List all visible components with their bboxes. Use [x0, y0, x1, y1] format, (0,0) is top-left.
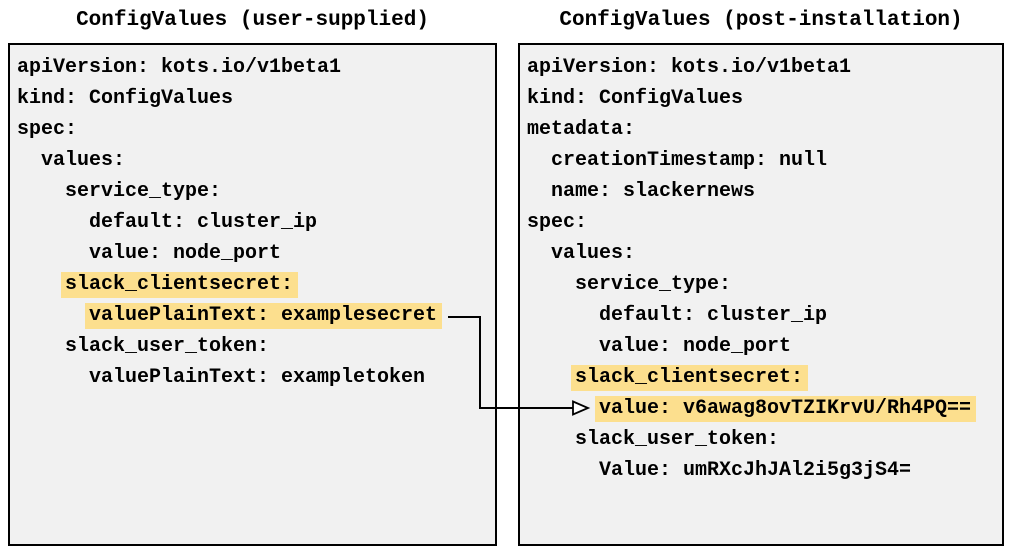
- yaml-text: apiVersion: kots.io/v1beta1: [17, 56, 342, 79]
- yaml-line: spec:: [17, 114, 491, 145]
- highlighted-yaml-text: slack_clientsecret:: [61, 272, 299, 298]
- right-panel-post-installation: apiVersion: kots.io/v1beta1 kind: ConfigV…: [518, 43, 1004, 546]
- yaml-line: value: v6awag8ovTZIKrvU/Rh4PQ==: [527, 393, 998, 424]
- left-panel-title: ConfigValues (user-supplied): [76, 9, 429, 32]
- yaml-text: name: slackernews: [551, 180, 756, 203]
- yaml-line: default: cluster_ip: [527, 300, 998, 331]
- yaml-line: kind: ConfigValues: [17, 83, 491, 114]
- yaml-text: values:: [41, 149, 126, 172]
- yaml-line: valuePlainText: exampletoken: [17, 362, 491, 393]
- yaml-line: apiVersion: kots.io/v1beta1: [17, 52, 491, 83]
- yaml-line: valuePlainText: examplesecret: [17, 300, 491, 331]
- highlighted-yaml-text: value: v6awag8ovTZIKrvU/Rh4PQ==: [595, 396, 977, 422]
- yaml-text: apiVersion: kots.io/v1beta1: [527, 56, 852, 79]
- highlighted-yaml-text: slack_clientsecret:: [571, 365, 809, 391]
- yaml-line: kind: ConfigValues: [527, 83, 998, 114]
- yaml-text: values:: [551, 242, 636, 265]
- yaml-text: Value: umRXcJhJAl2i5g3jS4=: [599, 459, 912, 482]
- yaml-line: values:: [17, 145, 491, 176]
- yaml-text: service_type:: [65, 180, 222, 203]
- yaml-line: name: slackernews: [527, 176, 998, 207]
- yaml-line: default: cluster_ip: [17, 207, 491, 238]
- yaml-text: slack_user_token:: [575, 428, 780, 451]
- yaml-line: values:: [527, 238, 998, 269]
- yaml-line: slack_user_token:: [527, 424, 998, 455]
- yaml-line: apiVersion: kots.io/v1beta1: [527, 52, 998, 83]
- yaml-line: Value: umRXcJhJAl2i5g3jS4=: [527, 455, 998, 486]
- highlighted-yaml-text: valuePlainText: examplesecret: [85, 303, 443, 329]
- left-panel-user-supplied: apiVersion: kots.io/v1beta1 kind: ConfigV…: [8, 43, 497, 546]
- right-panel-title: ConfigValues (post-installation): [559, 9, 963, 32]
- yaml-text: spec:: [17, 118, 78, 141]
- yaml-line: creationTimestamp: null: [527, 145, 998, 176]
- yaml-text: kind: ConfigValues: [527, 87, 744, 110]
- yaml-line: service_type:: [527, 269, 998, 300]
- yaml-text: slack_user_token:: [65, 335, 270, 358]
- yaml-text: kind: ConfigValues: [17, 87, 234, 110]
- yaml-line: slack_user_token:: [17, 331, 491, 362]
- yaml-line: slack_clientsecret:: [527, 362, 998, 393]
- yaml-line: metadata:: [527, 114, 998, 145]
- yaml-line: service_type:: [17, 176, 491, 207]
- yaml-line: value: node_port: [527, 331, 998, 362]
- yaml-text: valuePlainText: exampletoken: [89, 366, 426, 389]
- yaml-text: service_type:: [575, 273, 732, 296]
- yaml-text: metadata:: [527, 118, 636, 141]
- yaml-line: spec:: [527, 207, 998, 238]
- yaml-text: default: cluster_ip: [599, 304, 828, 327]
- yaml-text: spec:: [527, 211, 588, 234]
- yaml-text: default: cluster_ip: [89, 211, 318, 234]
- yaml-line: value: node_port: [17, 238, 491, 269]
- yaml-text: value: node_port: [89, 242, 282, 265]
- yaml-text: value: node_port: [599, 335, 792, 358]
- yaml-line: slack_clientsecret:: [17, 269, 491, 300]
- yaml-text: creationTimestamp: null: [551, 149, 828, 172]
